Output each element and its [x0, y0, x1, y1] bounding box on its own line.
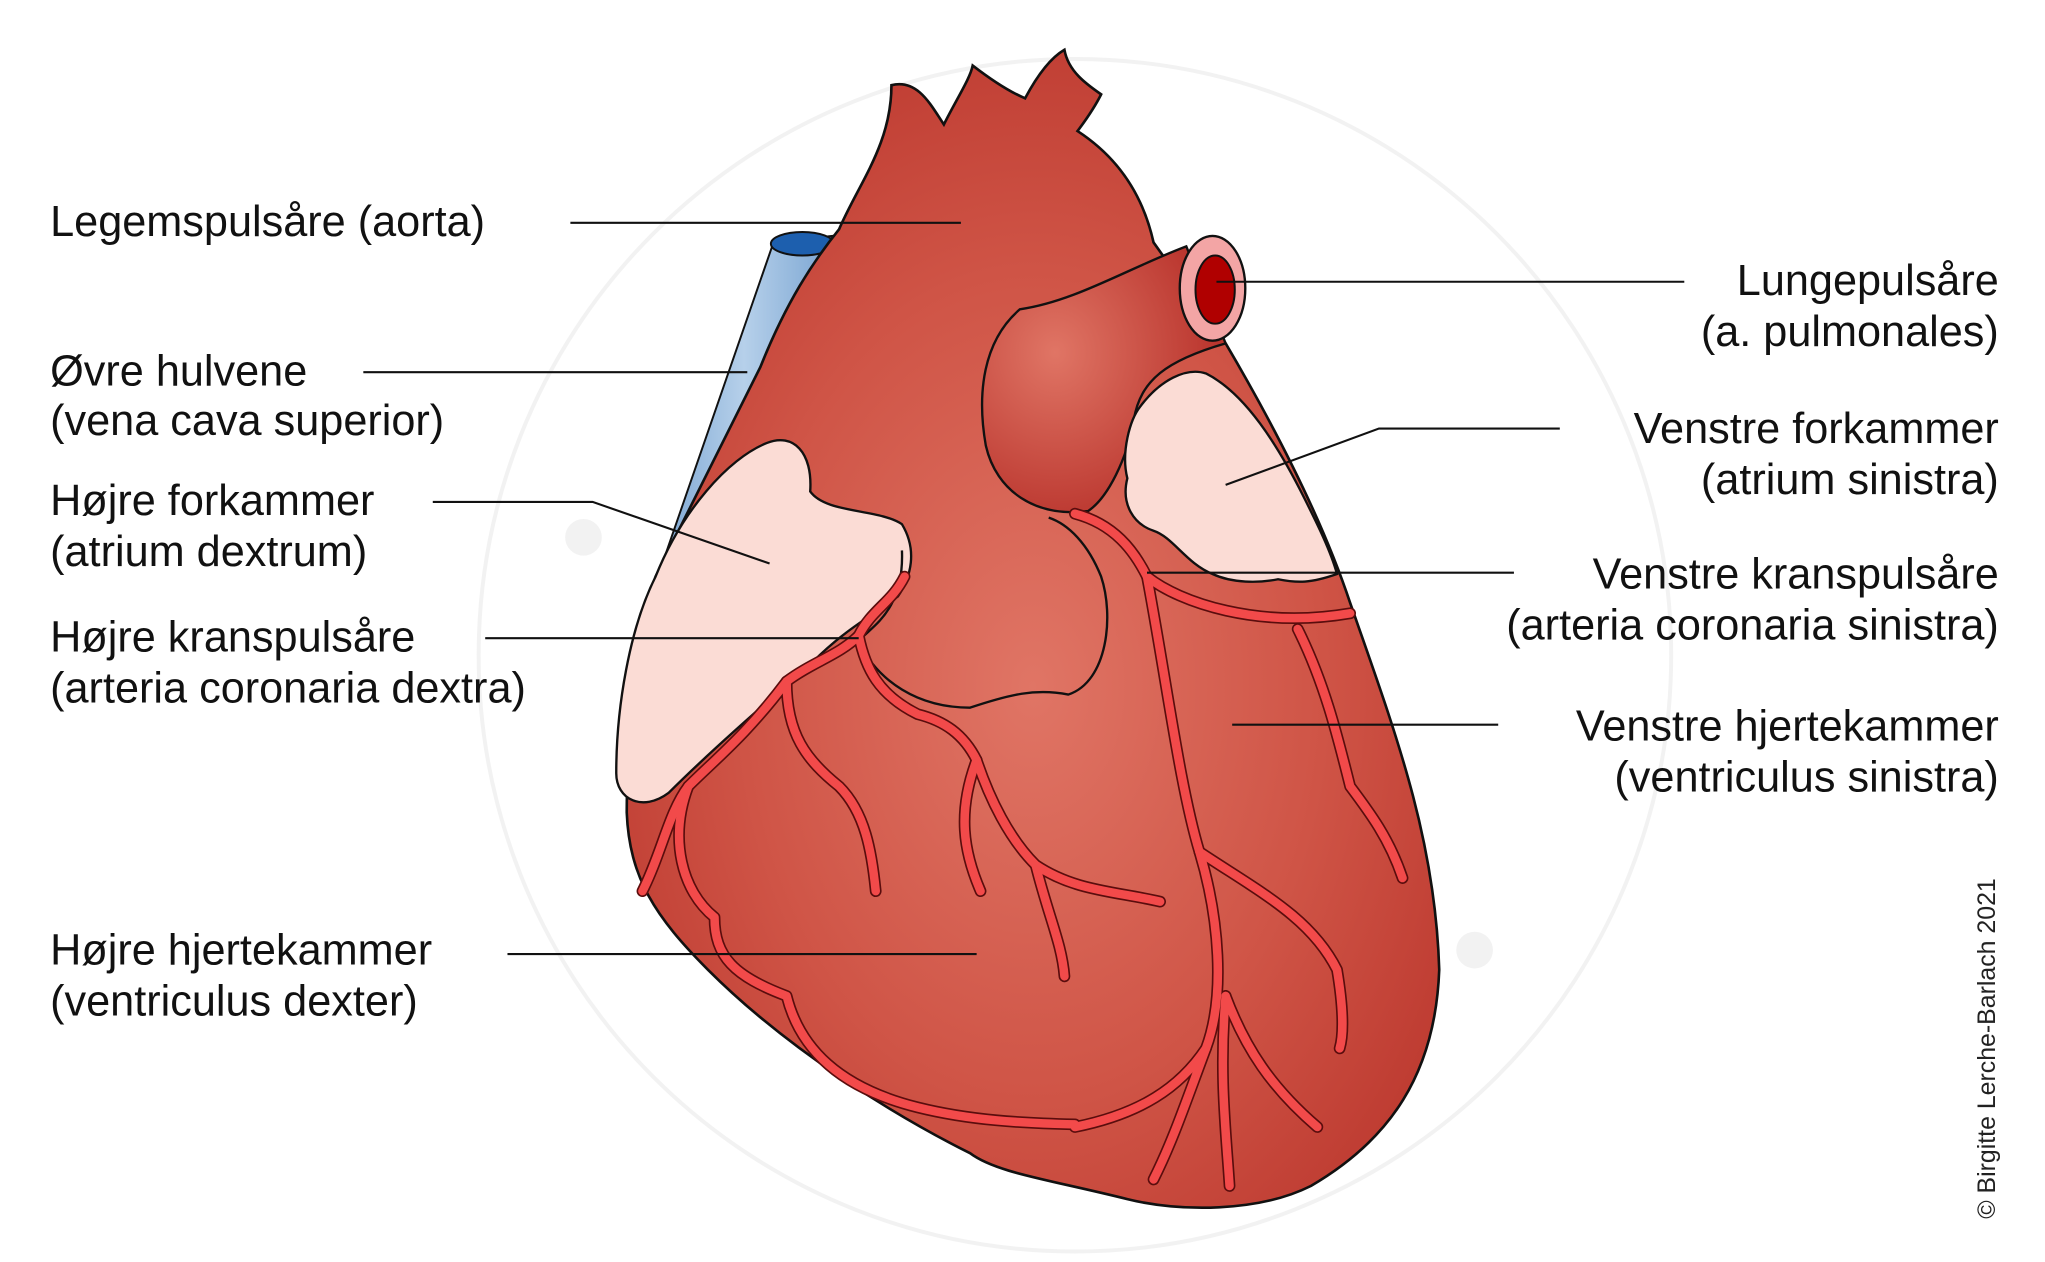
label-left-coronary-latin: (arteria coronaria sinistra): [1506, 602, 1999, 650]
label-pulmonary-latin: (a. pulmonales): [1701, 308, 1999, 356]
watermark: [476, 57, 1674, 1254]
label-pulmonary: Lungepulsåre: [1737, 257, 1999, 305]
coronary-arteries: [636, 507, 1409, 1192]
label-left-atrium-latin: (atrium sinistra): [1701, 456, 1999, 504]
labels-right: Lungepulsåre (a. pulmonales) Venstre for…: [1506, 257, 1999, 802]
label-right-coronary-latin: (arteria coronaria dextra): [50, 664, 526, 712]
label-aorta: Legemspulsåre (aorta): [50, 198, 485, 246]
label-left-ventricle: Venstre hjertekammer: [1576, 702, 1999, 750]
pulmonary-trunk: [980, 244, 1228, 514]
copyright: © Birgitte Lerche-Barlach 2021: [1973, 878, 2001, 1219]
leader-lines: [363, 221, 1685, 956]
label-right-ventricle: Højre hjertekammer: [50, 927, 432, 975]
label-left-coronary: Venstre kranspulsåre: [1593, 550, 1999, 598]
label-vena-cava-latin: (vena cava superior): [50, 397, 444, 445]
label-right-ventricle-latin: (ventriculus dexter): [50, 978, 418, 1026]
labels-left: Legemspulsåre (aorta) Øvre hulvene (vena…: [50, 198, 526, 1026]
label-right-coronary: Højre kranspulsåre: [50, 613, 415, 661]
label-right-atrium-latin: (atrium dextrum): [50, 528, 367, 576]
label-left-ventricle-latin: (ventriculus sinistra): [1614, 754, 1998, 802]
label-right-atrium: Højre forkammer: [50, 477, 374, 525]
label-vena-cava: Øvre hulvene: [50, 347, 307, 395]
heart-body: [625, 47, 1441, 1210]
label-left-atrium: Venstre forkammer: [1634, 405, 1999, 453]
left-atrium: [1123, 370, 1339, 583]
pulmonary-opening: [1194, 254, 1236, 325]
